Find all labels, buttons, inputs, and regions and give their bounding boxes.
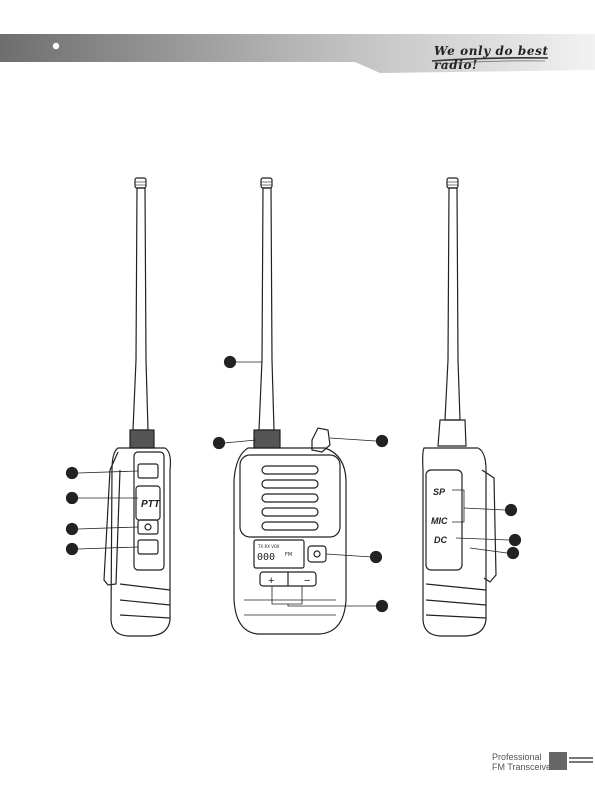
callout-dot bbox=[510, 535, 521, 546]
jack-label-sp: SP bbox=[433, 487, 446, 497]
footer-lines bbox=[569, 757, 593, 765]
minus-label: − bbox=[304, 575, 310, 587]
front-view: TX RX VOX 000 FM + − bbox=[224, 178, 376, 634]
slogan: We only do best radio! bbox=[434, 44, 595, 72]
callout-dot bbox=[377, 601, 388, 612]
callout-dot bbox=[506, 505, 517, 516]
callout-dot bbox=[225, 357, 236, 368]
header-bullet-icon bbox=[53, 43, 59, 49]
footer-text: Professional FM Transceiver bbox=[492, 752, 554, 772]
footer-page-box bbox=[549, 752, 567, 770]
right-side-view: SP MIC DC bbox=[423, 178, 509, 636]
radio-diagrams: PTT bbox=[0, 160, 595, 660]
callout-dot bbox=[371, 552, 382, 563]
callout-dot bbox=[67, 544, 78, 555]
footer-line-fm-transceiver: FM Transceiver bbox=[492, 762, 554, 772]
callout-dot bbox=[214, 438, 225, 449]
footer-line-professional: Professional bbox=[492, 752, 554, 762]
left-side-view: PTT bbox=[78, 178, 170, 636]
callout-dot bbox=[67, 524, 78, 535]
jack-label-mic: MIC bbox=[431, 516, 448, 526]
callout-dot bbox=[377, 436, 388, 447]
plus-label: + bbox=[268, 575, 274, 587]
lcd-small-text: FM bbox=[285, 552, 292, 558]
ptt-label: PTT bbox=[141, 499, 161, 510]
jack-label-dc: DC bbox=[434, 535, 447, 545]
lcd-top-text: TX RX VOX bbox=[257, 544, 280, 549]
callout-dot bbox=[508, 548, 519, 559]
callout-dot bbox=[67, 468, 78, 479]
lcd-digits: 000 bbox=[257, 552, 275, 563]
callout-dot bbox=[67, 493, 78, 504]
